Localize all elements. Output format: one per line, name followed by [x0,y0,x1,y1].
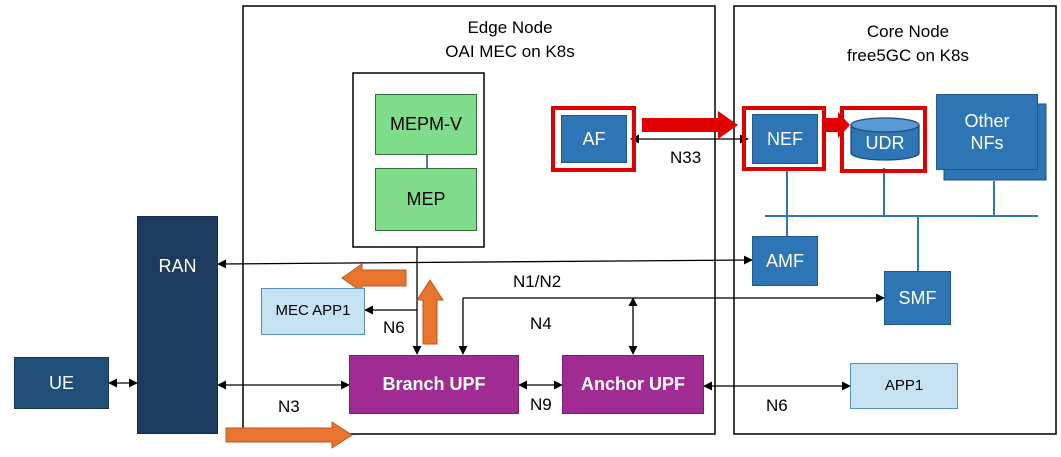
mepm-v-node[interactable]: MEPM-V [375,94,477,155]
core-node-title-line1: Core Node [866,22,950,41]
n9-label: N9 [530,395,552,414]
other-nfs-node[interactable]: Other NFs [936,94,1038,170]
nef-udr-flow-arrow [825,112,850,138]
mep-node[interactable]: MEP [375,168,477,231]
core-node-title: Core Node free5GC on K8s [808,20,1008,68]
amf-node[interactable]: AMF [752,236,818,286]
branch-upf-label: Branch UPF [382,374,486,395]
smf-node[interactable]: SMF [884,271,951,325]
n6-core-label: N6 [766,396,788,415]
mec-app1-node[interactable]: MEC APP1 [261,288,365,335]
anchor-upf-node[interactable]: Anchor UPF [562,355,704,414]
mep-label: MEP [406,189,446,210]
ran-node[interactable]: RAN [137,216,218,434]
core-node-title-line2: free5GC on K8s [847,46,969,65]
ran-label: RAN [158,256,197,276]
traffic-left-arrow [341,263,407,293]
n6-edge-label: N6 [383,318,405,337]
traffic-up-arrow [416,279,444,345]
nef-label: NEF [767,128,803,149]
other-nfs-label-line2: NFs [970,133,1004,153]
af-node[interactable]: AF [561,115,627,163]
af-label: AF [582,128,606,149]
udr-node[interactable]: UDR [851,130,919,156]
edge-node-title-line2: OAI MEC on K8s [445,42,575,61]
udr-highlight [840,106,927,173]
udr-label: UDR [865,132,905,153]
anchor-upf-label: Anchor UPF [580,374,685,395]
edge-node-frame [242,5,716,435]
edge-node-title: Edge Node OAI MEC on K8s [400,16,620,64]
amf-label: AMF [766,250,804,271]
core-node-frame [733,5,1057,435]
app1-node[interactable]: APP1 [850,363,958,409]
edge-node-title-line1: Edge Node [467,18,553,37]
mec-app1-label: MEC APP1 [275,302,351,320]
ue-node[interactable]: UE [14,357,109,409]
traffic-right-arrow [225,421,353,449]
n1n2-label: N1/N2 [513,272,562,291]
mepm-v-label: MEPM-V [390,114,462,135]
smf-label: SMF [898,287,937,308]
n4-label: N4 [530,314,552,333]
app1-label: APP1 [884,376,924,394]
nef-node[interactable]: NEF [752,114,818,164]
af-nef-flow-arrow [642,111,738,139]
branch-upf-node[interactable]: Branch UPF [349,355,519,414]
other-nfs-label-line1: Other [964,110,1010,131]
ran-amf-link [217,255,753,269]
af-highlight [551,106,636,172]
mec-group-frame [352,72,485,248]
udr-cylinder [850,117,920,161]
ue-label: UE [48,372,74,393]
nef-highlight [742,106,826,171]
n3-label: N3 [278,397,300,416]
n33-label: N33 [670,148,702,167]
